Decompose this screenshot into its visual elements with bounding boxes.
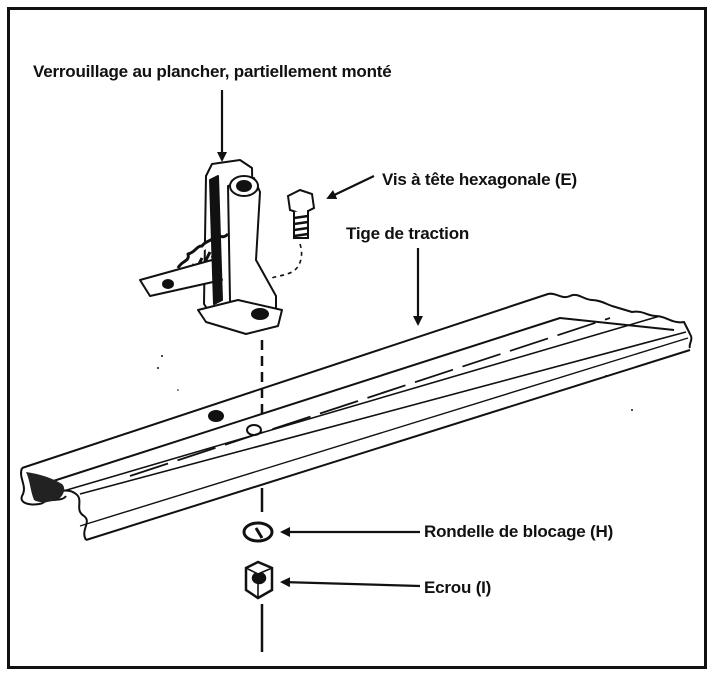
lock-washer-part (242, 521, 274, 543)
pull-rod-channel (20, 292, 693, 541)
rod-hole-2 (246, 424, 262, 436)
nut-part (244, 560, 274, 600)
floor-lock-assembly (139, 159, 283, 335)
lock-washer-label: Rondelle de blocage (H) (424, 522, 614, 541)
pull-rod-label: Tige de traction (346, 224, 470, 243)
nut-label: Ecrou (I) (424, 578, 492, 597)
arrow-hex-screw (326, 175, 375, 200)
print-specks (157, 355, 633, 411)
hex-screw-label: Vis à tête hexagonale (E) (382, 170, 577, 189)
rod-end-shading (26, 472, 65, 503)
diagram-frame (7, 7, 707, 669)
arrow-nut (280, 577, 421, 588)
hex-screw-part (271, 188, 316, 279)
floor-lock-label: Verrouillage au plancher, partiellement … (33, 62, 392, 81)
callout-arrows (217, 90, 423, 588)
rod-hole-1 (208, 410, 224, 422)
